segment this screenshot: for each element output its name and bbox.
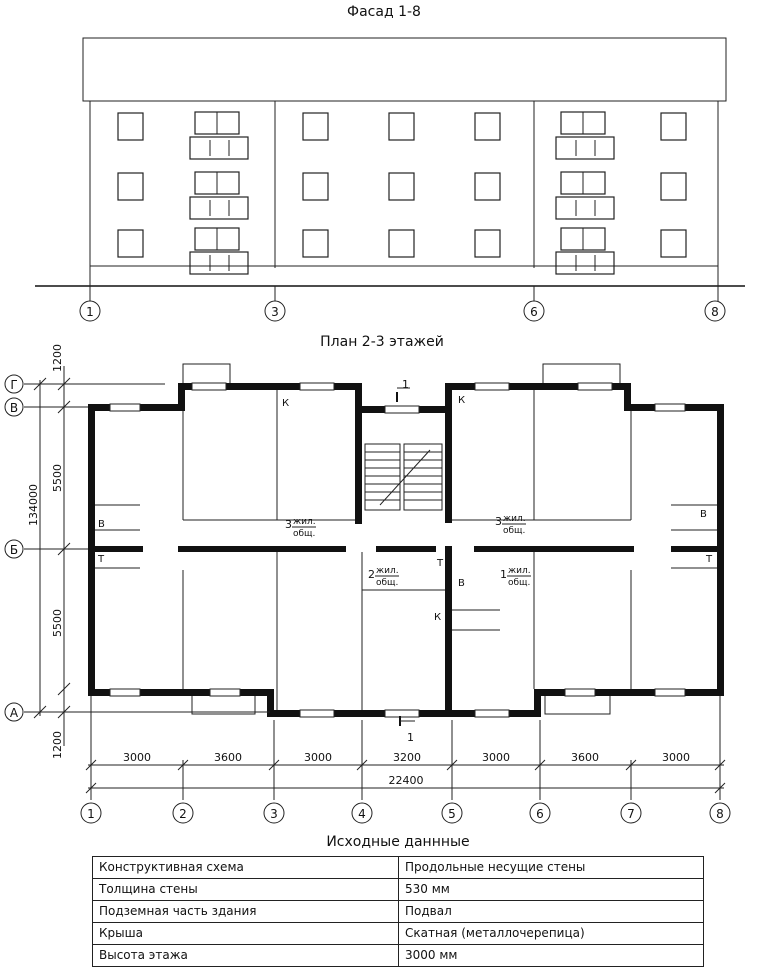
apartment-number: 3	[285, 518, 292, 531]
apartment-number: 1	[500, 568, 507, 581]
dim-span: 3600	[571, 751, 599, 764]
row-axis-label: Б	[10, 543, 18, 557]
param-cell: Высота этажа	[92, 944, 399, 967]
value-cell: Подвал	[398, 900, 704, 923]
value-cell: Скатная (металлочерепица)	[398, 922, 704, 945]
facade-axis-label: 6	[530, 305, 538, 319]
facade-axis-label: 3	[271, 305, 279, 319]
kitchen-mark: К	[282, 398, 289, 409]
facade-roof	[82, 37, 727, 102]
dim-span: 3200	[393, 751, 421, 764]
table-row: Толщина стены 530 мм	[92, 878, 704, 901]
dim-total-width: 22400	[389, 774, 424, 787]
common-label: общ.	[508, 578, 530, 588]
dim-span: 3000	[662, 751, 690, 764]
value-cell: 530 мм	[398, 878, 704, 901]
bath-mark: В	[98, 519, 105, 530]
plan-title: План 2-3 этажей	[320, 334, 444, 350]
bath-mark: В	[458, 578, 465, 589]
row-axis-label: А	[10, 706, 19, 720]
dim-span: 3000	[123, 751, 151, 764]
plan-windows	[109, 363, 686, 718]
col-axis-label: 8	[716, 807, 724, 821]
dim-upper-span: 5500	[51, 464, 64, 492]
col-axis-label: 3	[270, 807, 278, 821]
table-row: Крыша Скатная (металлочерепица)	[92, 922, 704, 945]
common-label: общ.	[293, 529, 315, 539]
corridor-walls	[95, 546, 717, 710]
section-number: 1	[402, 378, 409, 391]
room-marks: К К В В Т Т Т В К	[97, 395, 713, 623]
apartment-number: 2	[368, 568, 375, 581]
apartment-number: 3	[495, 515, 502, 528]
dim-lower-span: 5500	[51, 609, 64, 637]
facade-elevation: 1 3 6 8	[35, 37, 745, 322]
apartment-labels: 3 жил. общ. 3 жил. общ. 2 жил. общ. 1 жи…	[285, 514, 531, 588]
col-axis-label: 1	[87, 807, 95, 821]
table-row: Конструктивная схема Продольные несущие …	[92, 856, 704, 879]
dim-span: 3600	[214, 751, 242, 764]
dim-total-depth: 134000	[27, 484, 40, 526]
living-label: жил.	[293, 517, 316, 527]
dim-bottom-offset: 1200	[51, 731, 64, 759]
col-axis-label: 6	[536, 807, 544, 821]
facade-windows	[117, 112, 687, 258]
facade-title: Фасад 1-8	[347, 4, 421, 20]
table-row: Подземная часть здания Подвал	[92, 900, 704, 923]
source-data-title: Исходные даннные	[326, 834, 469, 850]
partitions	[95, 390, 717, 710]
col-axis-label: 5	[448, 807, 456, 821]
dim-top-offset: 1200	[51, 344, 64, 372]
bath-mark: В	[700, 509, 707, 520]
param-cell: Крыша	[92, 922, 399, 945]
dim-span: 3000	[482, 751, 510, 764]
col-axis-label: 7	[627, 807, 635, 821]
facade-balconies	[189, 111, 615, 275]
facade-axis-markers: 1 3 6 8	[79, 300, 726, 322]
row-axis-label: В	[10, 401, 18, 415]
section-number: 1	[407, 731, 414, 744]
common-label: общ.	[376, 578, 398, 588]
facade-axis-label: 8	[711, 305, 719, 319]
living-label: жил.	[503, 514, 526, 524]
living-label: жил.	[508, 566, 531, 576]
param-cell: Подземная часть здания	[92, 900, 399, 923]
floor-plan: К К В В Т Т Т В К 3 жил. общ. 3 жил. общ…	[4, 344, 731, 824]
source-data-table: Конструктивная схема Продольные несущие …	[92, 856, 704, 967]
kitchen-mark: К	[458, 395, 465, 406]
kitchen-mark: К	[434, 612, 441, 623]
common-label: общ.	[503, 526, 525, 536]
col-axis-label: 4	[358, 807, 366, 821]
toilet-mark: Т	[705, 554, 713, 565]
toilet-mark: Т	[97, 554, 105, 565]
param-cell: Конструктивная схема	[92, 856, 399, 879]
horizontal-dimensions: 3000 3600 3000 3200 3000 3600 3000 22400	[85, 696, 726, 800]
param-cell: Толщина стены	[92, 878, 399, 901]
section-marks: 1 1	[396, 378, 415, 744]
col-axis-label: 2	[179, 807, 187, 821]
facade-axis-label: 1	[86, 305, 94, 319]
dim-span: 3000	[304, 751, 332, 764]
row-axes: Г В Б А 1200 5500 134000 5500 1200	[4, 344, 270, 759]
value-cell: 3000 мм	[398, 944, 704, 967]
living-label: жил.	[376, 566, 399, 576]
column-axes: 1 2 3 4 5 6 7 8	[80, 802, 731, 824]
facade-wall	[89, 100, 719, 267]
table-row: Высота этажа 3000 мм	[92, 944, 704, 967]
staircase	[364, 443, 443, 511]
row-axis-label: Г	[10, 378, 17, 392]
toilet-mark: Т	[436, 558, 444, 569]
value-cell: Продольные несущие стены	[398, 856, 704, 879]
